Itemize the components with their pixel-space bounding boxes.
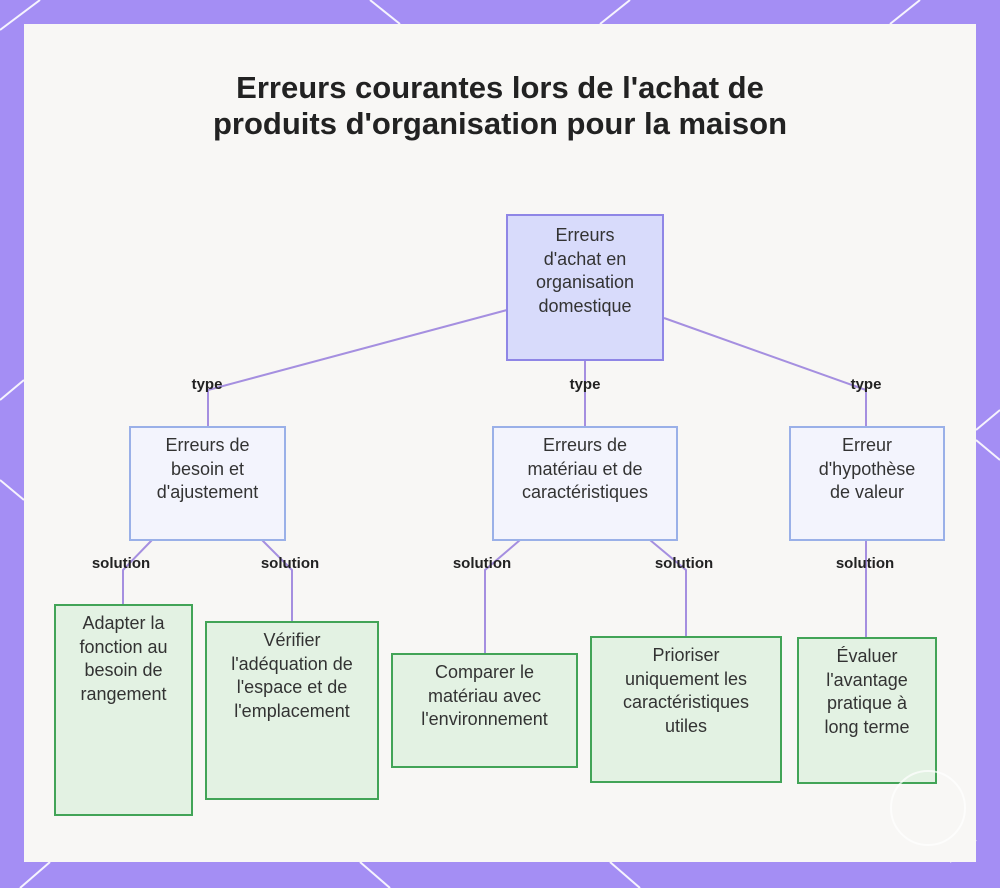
node-category-besoin: Erreurs de besoin et d'ajustement <box>129 426 286 541</box>
node-category-valeur-label: Erreur d'hypothèse de valeur <box>817 434 917 505</box>
node-root-label: Erreurs d'achat en organisation domestiq… <box>525 224 645 318</box>
node-root: Erreurs d'achat en organisation domestiq… <box>506 214 664 361</box>
node-solution-prioriser-label: Prioriser uniquement les caractéristique… <box>611 644 761 738</box>
watermark-badge <box>890 770 966 846</box>
node-category-materiau: Erreurs de matériau et de caractéristiqu… <box>492 426 678 541</box>
node-solution-prioriser: Prioriser uniquement les caractéristique… <box>590 636 782 783</box>
node-solution-evaluer: Évaluer l'avantage pratique à long terme <box>797 637 937 784</box>
node-category-materiau-label: Erreurs de matériau et de caractéristiqu… <box>510 434 660 505</box>
edge-label-type: type <box>192 376 223 393</box>
node-category-besoin-label: Erreurs de besoin et d'ajustement <box>152 434 264 505</box>
node-solution-comparer: Comparer le matériau avec l'environnemen… <box>391 653 578 768</box>
node-solution-adapter: Adapter la fonction au besoin de rangeme… <box>54 604 193 816</box>
edge-label-solution: solution <box>453 555 511 572</box>
edge-label-solution: solution <box>836 555 894 572</box>
node-solution-comparer-label: Comparer le matériau avec l'environnemen… <box>416 661 554 732</box>
node-category-valeur: Erreur d'hypothèse de valeur <box>789 426 945 541</box>
edge-root-valeur <box>664 318 866 427</box>
edge-root-besoin <box>208 310 507 427</box>
node-solution-evaluer-label: Évaluer l'avantage pratique à long terme <box>817 645 917 739</box>
edge-label-type: type <box>570 376 601 393</box>
node-solution-verifier: Vérifier l'adéquation de l'espace et de … <box>205 621 379 800</box>
edge-besoin-adapter <box>123 540 152 605</box>
edge-label-solution: solution <box>92 555 150 572</box>
edge-label-solution: solution <box>261 555 319 572</box>
edge-label-type: type <box>851 376 882 393</box>
node-solution-verifier-label: Vérifier l'adéquation de l'espace et de … <box>223 629 361 723</box>
edge-label-solution: solution <box>655 555 713 572</box>
edge-besoin-verifier <box>262 540 292 622</box>
node-solution-adapter-label: Adapter la fonction au besoin de rangeme… <box>74 612 174 706</box>
